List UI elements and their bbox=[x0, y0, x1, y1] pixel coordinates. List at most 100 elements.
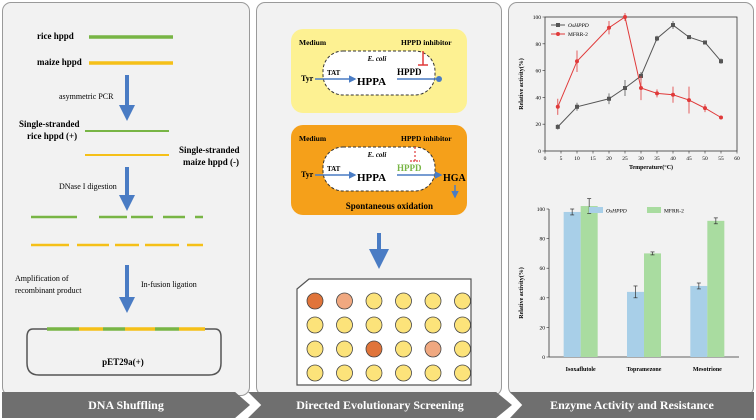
bar-MFRR-2-Mesotrione bbox=[707, 220, 725, 357]
x-tick-label: 35 bbox=[654, 156, 660, 162]
step-enzyme-activity: Enzyme Activity and Resistance bbox=[510, 392, 754, 418]
box1-inhibitor-label: HPPD inhibitor bbox=[401, 38, 452, 47]
step1-label: DNA Shuffling bbox=[88, 397, 164, 412]
well-r4-c3 bbox=[365, 364, 383, 382]
box2-inhibitor-label: HPPD inhibitor bbox=[401, 134, 452, 143]
data-point-OsHPPD bbox=[623, 86, 627, 91]
well-r1-c6 bbox=[454, 292, 471, 310]
legend-label: OsHPPD bbox=[606, 209, 627, 215]
x-tick-label: 45 bbox=[686, 156, 692, 162]
data-point-OsHPPD bbox=[555, 124, 560, 129]
data-point-MFRR-2 bbox=[687, 98, 691, 103]
bar-MFRR-2-Topramezone bbox=[644, 253, 661, 357]
legend-marker bbox=[556, 23, 560, 27]
data-point-MFRR-2 bbox=[703, 106, 707, 111]
plasmid-vector bbox=[26, 328, 222, 376]
box2-oxidation-label: Spontaneous oxidation bbox=[346, 201, 433, 211]
data-point-OsHPPD bbox=[655, 36, 659, 41]
bar-MFRR-2-Isoxaflutole bbox=[580, 206, 598, 357]
data-point-MFRR-2 bbox=[671, 92, 675, 97]
asymmetric-pcr-label: asymmetric PCR bbox=[59, 92, 114, 101]
box1-organism-label: E. coli bbox=[367, 55, 387, 63]
x-tick-label: 15 bbox=[590, 156, 596, 162]
y-tick-label: 60 bbox=[540, 266, 546, 272]
ss-rice-label-1: Single-stranded bbox=[19, 119, 80, 129]
well-r1-c3 bbox=[365, 292, 383, 310]
box2-hppd-label: HPPD bbox=[397, 163, 422, 173]
data-point-OsHPPD bbox=[719, 59, 723, 64]
legend-label: OsHPPD bbox=[568, 23, 589, 29]
step2-label: Directed Evolutionary Screening bbox=[296, 397, 464, 412]
well-r2-c4 bbox=[395, 316, 412, 334]
y-tick-label: 80 bbox=[540, 237, 546, 243]
y-tick-label: 100 bbox=[537, 207, 546, 213]
bar-OsHPPD-Mesotrione bbox=[690, 285, 708, 357]
well-r4-c1 bbox=[306, 364, 324, 382]
data-point-OsHPPD bbox=[575, 104, 579, 109]
box2-substrate-label: Tyr bbox=[301, 170, 314, 179]
dna-shuffling-panel: rice hppd maize hppd asymmetric PCR Sing… bbox=[2, 2, 250, 396]
x-tick-label: 10 bbox=[574, 156, 580, 162]
legend-swatch bbox=[647, 207, 661, 213]
y-tick-label: 40 bbox=[536, 95, 542, 101]
box2-medium-label: Medium bbox=[299, 134, 327, 143]
well-r2-c2 bbox=[336, 316, 353, 334]
well-r4-c2 bbox=[336, 364, 353, 382]
y-tick-label: 80 bbox=[536, 42, 542, 48]
data-point-OsHPPD bbox=[687, 35, 691, 40]
well-r3-c5 bbox=[424, 340, 442, 358]
screening-panel: Medium HPPD inhibitor E. coli Tyr TAT HP… bbox=[256, 2, 502, 396]
box2-organism-label: E. coli bbox=[367, 151, 387, 159]
well-r1-c1 bbox=[306, 292, 324, 310]
well-r2-c6 bbox=[454, 316, 471, 334]
series-line-MFRR-2 bbox=[557, 16, 722, 118]
dnase-label: DNase I digestion bbox=[59, 182, 117, 191]
amplification-label-2: recombinant product bbox=[15, 286, 82, 295]
box1-block-end bbox=[436, 76, 442, 82]
x-tick-label: 25 bbox=[622, 156, 628, 162]
y-tick-label: 100 bbox=[533, 15, 542, 21]
well-r1-c4 bbox=[395, 292, 412, 310]
step3-label: Enzyme Activity and Resistance bbox=[550, 397, 714, 412]
legend-label: MFRR-2 bbox=[664, 209, 684, 215]
ss-rice-label-2: rice hppd (+) bbox=[27, 131, 77, 141]
box1-cell bbox=[322, 50, 436, 96]
y-tick-label: 0 bbox=[542, 355, 545, 361]
data-point-MFRR-2 bbox=[655, 91, 659, 96]
legend-label: MFRR-2 bbox=[568, 32, 588, 38]
data-point-OsHPPD bbox=[703, 40, 707, 45]
box2-cell bbox=[322, 146, 436, 192]
well-r4-c6 bbox=[454, 364, 471, 382]
infusion-label: In-fusion ligation bbox=[141, 280, 197, 289]
data-point-MFRR-2 bbox=[555, 104, 560, 109]
y-axis-label: Relative activity(%) bbox=[518, 58, 525, 109]
well-r2-c1 bbox=[306, 316, 324, 334]
well-r3-c4 bbox=[395, 340, 412, 358]
well-r3-c3 bbox=[365, 340, 383, 358]
data-point-MFRR-2 bbox=[575, 59, 579, 64]
box1-substrate-label: Tyr bbox=[301, 74, 314, 83]
rice-gene-label: rice hppd bbox=[37, 31, 74, 41]
box1-hppa-label: HPPA bbox=[357, 76, 386, 88]
box2-hga-label: HGA bbox=[443, 173, 467, 184]
y-tick-label: 20 bbox=[540, 325, 546, 331]
bar-OsHPPD-Topramezone bbox=[627, 291, 644, 357]
legend-swatch bbox=[589, 207, 603, 213]
category-label: Mesotrione bbox=[693, 367, 722, 373]
series-line-OsHPPD bbox=[557, 24, 722, 128]
y-tick-label: 20 bbox=[536, 122, 542, 128]
screening-diagram: Medium HPPD inhibitor E. coli Tyr TAT HP… bbox=[291, 29, 472, 386]
x-tick-label: 5 bbox=[560, 156, 563, 162]
x-tick-label: 50 bbox=[702, 156, 708, 162]
well-r2-c3 bbox=[365, 316, 383, 334]
legend-marker bbox=[556, 32, 560, 36]
bar-OsHPPD-Isoxaflutole bbox=[563, 211, 581, 357]
well-r4-c5 bbox=[424, 364, 442, 382]
well-r4-c4 bbox=[395, 364, 412, 382]
well-r2-c5 bbox=[424, 316, 442, 334]
box2-tat-label: TAT bbox=[327, 165, 341, 173]
